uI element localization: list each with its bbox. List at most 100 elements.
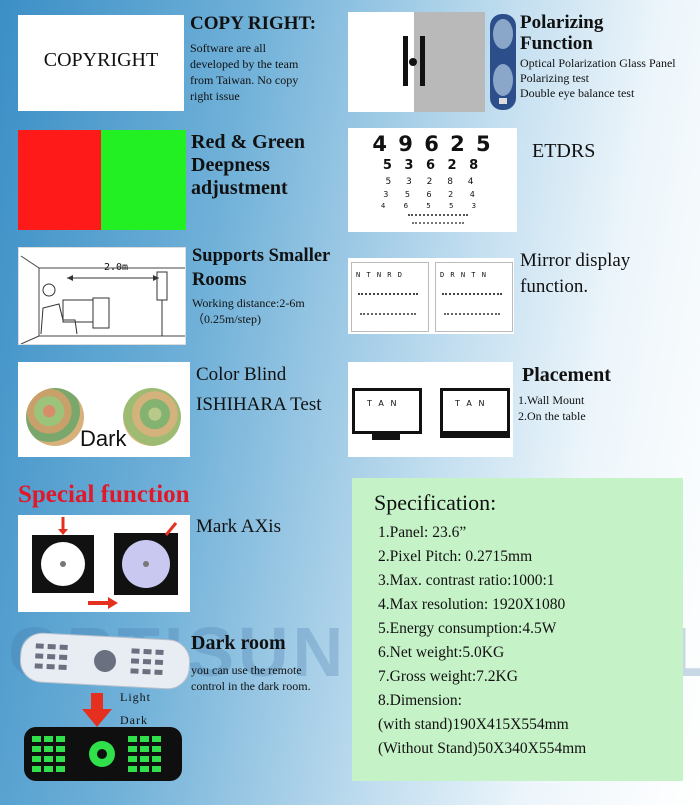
placement-image: T A N T A N xyxy=(348,362,513,457)
spec-line: (with stand)190X415X554mm xyxy=(378,716,569,733)
rooms-title-line: Rooms xyxy=(192,270,247,290)
darkroom-desc: you can use the remote control in the da… xyxy=(191,662,311,694)
spec-line: 4.Max resolution: 1920X1080 xyxy=(378,596,566,613)
mirror-right-dots xyxy=(442,293,502,295)
etdrs-row: 5 3 2 8 4 xyxy=(385,177,480,187)
spec-line: 7.Gross weight:7.2KG xyxy=(378,668,518,685)
ishihara-plate-right xyxy=(123,388,181,446)
remote-light-buttons-icon xyxy=(34,643,164,676)
green-block xyxy=(101,130,186,230)
darkroom-title: Dark room xyxy=(191,632,286,654)
red-green-image xyxy=(18,130,186,230)
special-function-heading: Special function xyxy=(18,481,190,508)
darkroom-desc-line: control in the dark room. xyxy=(191,679,311,693)
colorblind-title-line: Color Blind xyxy=(196,364,287,385)
copyright-desc-line: from Taiwan. No copy xyxy=(190,73,299,87)
etdrs-row: 4 9 6 2 5 xyxy=(372,132,493,156)
rooms-desc-line: Working distance:2-6m xyxy=(192,296,305,310)
etdrs-row: 4 6 5 5 3 xyxy=(380,202,485,210)
polarizing-item: Optical Polarization Glass Panel xyxy=(520,56,676,70)
mirror-right-screen: D R N T N xyxy=(435,262,513,332)
spec-line: 8.Dimension: xyxy=(378,692,462,709)
etdrs-chart: 4 9 6 2 5 5 3 6 2 8 5 3 2 8 4 3 5 6 2 4 … xyxy=(348,128,517,232)
spec-line: (Without Stand)50X340X554mm xyxy=(378,740,587,757)
mirror-left-row: N T N R D xyxy=(356,271,403,279)
colorblind-title-line: ISHIHARA Test xyxy=(196,394,322,415)
polarizing-dot xyxy=(409,58,417,66)
dark-label: Dark xyxy=(120,713,148,727)
placement-title: Placement xyxy=(522,364,611,386)
copyright-desc: Software are all developed by the team f… xyxy=(190,40,298,104)
etdrs-dots xyxy=(412,222,464,226)
red-green-title-line: adjustment xyxy=(191,177,288,199)
copyright-desc-line: right issue xyxy=(190,89,240,103)
polarizing-title: Polarizing Function xyxy=(520,12,603,54)
polarizing-glasses-icon xyxy=(490,14,516,110)
polarizing-items: Optical Polarization Glass Panel Polariz… xyxy=(520,56,676,101)
monitor-wall-text: T A N xyxy=(367,399,399,408)
room-illustration: 2.0m xyxy=(18,247,186,345)
polarizing-title-line: Function xyxy=(520,33,593,54)
specification-heading: Specification: xyxy=(374,490,497,515)
red-green-title: Red & Green Deepness adjustment xyxy=(191,131,305,200)
polarizing-item: Polarizing test xyxy=(520,71,589,85)
polarizing-image xyxy=(348,12,485,112)
mark-axis-image xyxy=(18,515,190,612)
mirror-left-dots xyxy=(360,313,416,315)
ishihara-label: Dark xyxy=(80,426,127,451)
copyright-title: COPY RIGHT: xyxy=(190,13,317,34)
monitor-wall: T A N xyxy=(352,388,422,434)
red-green-title-line: Red & Green xyxy=(191,131,306,153)
mark-axis-title: Mark AXis xyxy=(196,516,281,537)
room-distance-label: 2.0m xyxy=(104,262,129,273)
polarizing-gray-half xyxy=(414,12,485,112)
monitor-table: T A N xyxy=(440,388,510,434)
spec-line: 1.Panel: 23.6” xyxy=(378,524,467,541)
placement-items: 1.Wall Mount 2.On the table xyxy=(518,392,586,424)
red-block xyxy=(18,130,101,230)
monitor-wall-stand xyxy=(372,434,400,440)
copyright-image-text: COPYRIGHT xyxy=(43,49,159,71)
spec-line: 2.Pixel Pitch: 0.2715mm xyxy=(378,548,533,565)
specification-panel: Specification: 1.Panel: 23.6” 2.Pixel Pi… xyxy=(352,478,683,781)
polarizing-bar-right xyxy=(420,36,425,86)
rooms-title: Supports Smaller Rooms xyxy=(192,244,330,292)
mark-axis-drawing xyxy=(32,517,178,609)
copyright-desc-line: developed by the team xyxy=(190,57,299,71)
etdrs-row: 5 3 6 2 8 xyxy=(382,158,483,173)
down-arrow-icon xyxy=(82,693,112,727)
spec-line: 3.Max. contrast ratio:1000:1 xyxy=(378,572,555,589)
placement-item: 1.Wall Mount xyxy=(518,393,585,407)
spec-line: 6.Net weight:5.0KG xyxy=(378,644,505,661)
mirror-left-dots xyxy=(358,293,418,295)
spec-line: 5.Energy consumption:4.5W xyxy=(378,620,557,637)
rooms-desc: Working distance:2-6m （0.25m/step) xyxy=(192,295,305,327)
polarizing-title-line: Polarizing xyxy=(520,12,604,33)
etdrs-row: 3 5 6 2 4 xyxy=(383,190,482,199)
light-label: Light xyxy=(120,690,151,704)
mirror-image: N T N R D D R N T N xyxy=(348,258,514,334)
copyright-desc-line: Software are all xyxy=(190,41,266,55)
copyright-image: COPYRIGHT xyxy=(18,15,184,111)
placement-item: 2.On the table xyxy=(518,409,586,423)
monitor-table-text: T A N xyxy=(455,399,487,408)
ishihara-image: Dark xyxy=(18,362,190,457)
darkroom-desc-line: you can use the remote xyxy=(191,663,302,677)
etdrs-dots xyxy=(408,214,468,218)
ishihara-plate-left xyxy=(26,388,84,446)
mirror-left-screen: N T N R D xyxy=(351,262,429,332)
polarizing-bar-left xyxy=(403,36,408,86)
room-drawing xyxy=(20,255,185,344)
etdrs-title: ETDRS xyxy=(532,140,596,162)
mirror-right-dots xyxy=(444,313,500,315)
red-green-title-line: Deepness xyxy=(191,154,270,176)
mirror-title-line: Mirror display xyxy=(520,250,631,271)
polarizing-item: Double eye balance test xyxy=(520,86,635,100)
colorblind-title: Color Blind ISHIHARA Test xyxy=(196,360,322,420)
rooms-desc-line: （0.25m/step) xyxy=(192,312,261,326)
mirror-right-row: D R N T N xyxy=(440,271,487,279)
mirror-title: Mirror display function. xyxy=(520,248,630,300)
remote-dark-buttons-icon xyxy=(32,736,161,772)
mirror-title-line: function. xyxy=(520,276,589,297)
remote-light xyxy=(18,631,192,691)
